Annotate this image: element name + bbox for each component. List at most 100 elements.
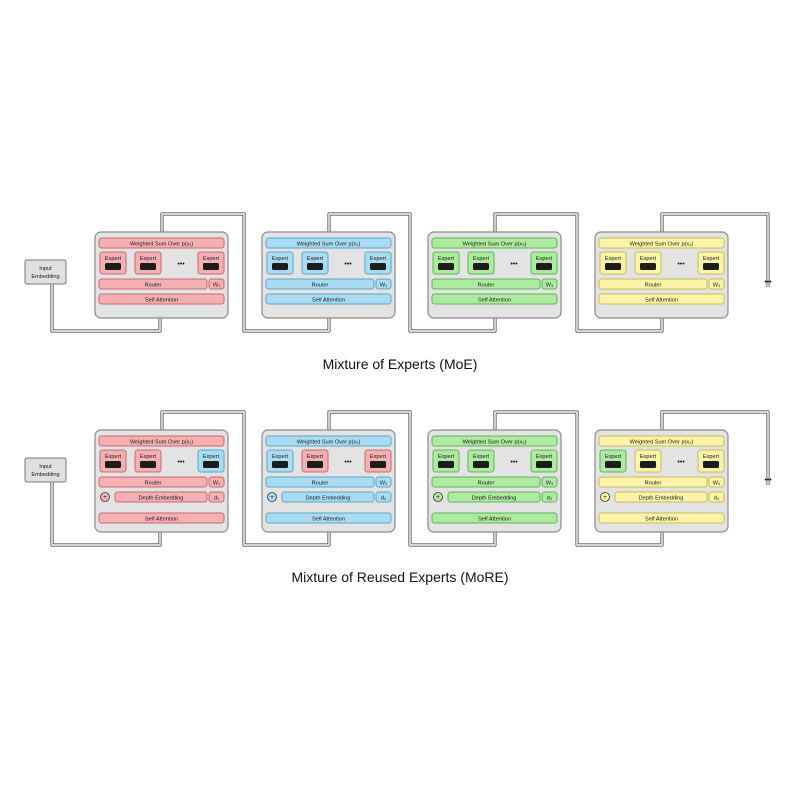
weighted-sum-label: Weighted Sum Over p(x₂) <box>297 242 361 248</box>
experts-ellipsis: ••• <box>177 261 185 268</box>
moe-input-label-line1: Input <box>39 266 52 272</box>
expert-tag-label: E 3,1 <box>442 463 450 467</box>
expert-label: Expert <box>105 454 122 460</box>
self-attention-bar <box>98 512 225 524</box>
experts-ellipsis: ••• <box>510 459 518 466</box>
expert-label: Expert <box>703 256 720 262</box>
expert-tag <box>438 461 454 468</box>
expert-label: Expert <box>203 454 220 460</box>
expert-tag <box>640 461 656 468</box>
more-trailing-ellipsis: ••• <box>764 477 772 484</box>
self-attention-bar <box>265 293 392 305</box>
router-bar <box>265 476 375 488</box>
expert-tag-label: E 3,2 <box>477 463 485 467</box>
depth-index-label: d₃ <box>547 496 552 502</box>
moe-wire-block-4 <box>660 212 770 287</box>
router-weight-box <box>375 278 392 290</box>
expert-tag <box>272 263 288 270</box>
weighted-sum-bar <box>98 237 225 249</box>
weighted-sum-bar <box>265 237 392 249</box>
depth-index-box <box>708 491 725 503</box>
expert-box: Expert E 3,2 <box>467 449 495 473</box>
router-label: Router <box>478 481 495 487</box>
plus-icon <box>600 492 610 502</box>
moe-wire-block-2 <box>327 212 497 333</box>
weighted-sum-label: Weighted Sum Over p(x₄) <box>630 242 694 248</box>
expert-tag <box>438 263 454 270</box>
expert-tag-label: E 3,2N <box>706 463 717 467</box>
expert-label: Expert <box>536 256 553 262</box>
expert-tag <box>140 263 156 270</box>
self-attention-bar <box>431 512 558 524</box>
more-wire-block-3 <box>493 410 664 547</box>
expert-label: Expert <box>605 256 622 262</box>
depth-index-label: d₂ <box>381 496 386 502</box>
expert-label: Expert <box>473 454 490 460</box>
self-attention-label: Self Attention <box>645 517 678 523</box>
expert-tag-label: E 3,N <box>540 265 549 269</box>
expert-tag <box>536 461 552 468</box>
experts-ellipsis: ••• <box>510 261 518 268</box>
experts-ellipsis: ••• <box>344 459 352 466</box>
router-weight-label: W₃ <box>546 283 554 289</box>
expert-tag-label: E 2,1 <box>276 265 284 269</box>
moe-block-2: Weighted Sum Over p(x₂) Expert E 2,1 Expert… <box>261 231 396 319</box>
expert-tag-label: E 1,2 <box>311 463 319 467</box>
more-wire-block-1 <box>160 410 331 547</box>
expert-tag-label: E 1,2N <box>373 463 384 467</box>
expert-tag-label: E 3,2N <box>539 463 550 467</box>
expert-tag <box>605 263 621 270</box>
router-bar <box>598 476 708 488</box>
expert-tag-label: E 2,2 <box>311 265 319 269</box>
expert-tag-label: E 1,1 <box>276 463 284 467</box>
router-label: Router <box>312 283 329 289</box>
router-bar <box>98 278 208 290</box>
expert-label: Expert <box>272 256 289 262</box>
expert-label: Expert <box>438 454 455 460</box>
expert-box: Expert E 3,1 <box>432 449 460 473</box>
depth-embedding-label: Depth Embedding <box>472 496 517 502</box>
plus-label: + <box>270 494 274 501</box>
expert-tag-label: E 1,2 <box>144 463 152 467</box>
depth-embedding-bar <box>114 491 208 503</box>
expert-label: Expert <box>640 454 657 460</box>
expert-label: Expert <box>140 256 157 262</box>
depth-index-box <box>541 491 558 503</box>
expert-tag-label: E 3,1 <box>442 265 450 269</box>
expert-label: Expert <box>307 256 324 262</box>
router-bar <box>265 278 375 290</box>
expert-tag <box>605 461 621 468</box>
router-weight-box <box>541 476 558 488</box>
self-attention-bar <box>265 512 392 524</box>
weighted-sum-bar <box>598 237 725 249</box>
router-weight-label: W₁ <box>213 481 220 487</box>
expert-tag <box>370 263 386 270</box>
moe-input-label-line2: Embedding <box>31 274 59 280</box>
depth-embedding-bar <box>447 491 541 503</box>
expert-label: Expert <box>370 256 387 262</box>
plus-icon <box>267 492 277 502</box>
self-attention-label: Self Attention <box>312 517 345 523</box>
router-weight-label: W₄ <box>713 283 721 289</box>
router-label: Router <box>645 283 662 289</box>
router-bar <box>431 278 541 290</box>
expert-tag <box>307 461 323 468</box>
router-weight-label: W₂ <box>380 481 387 487</box>
